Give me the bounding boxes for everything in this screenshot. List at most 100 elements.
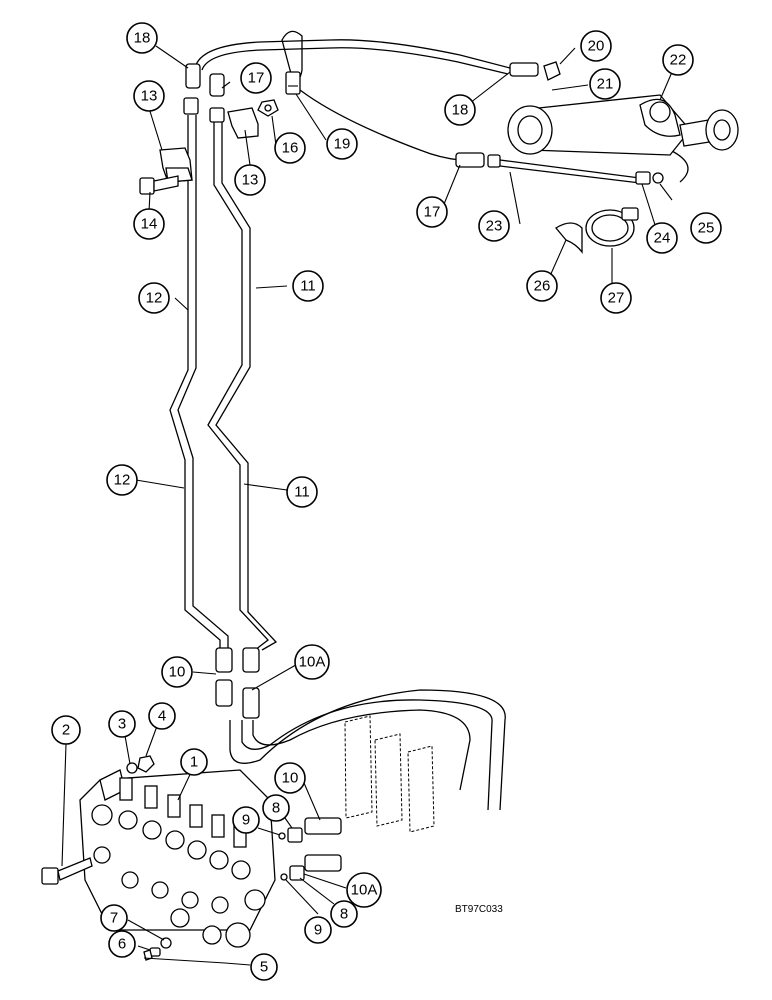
fitting-24 (635, 171, 651, 185)
svg-text:20: 20 (588, 38, 605, 55)
callout-17-top: 17 (240, 62, 272, 94)
svg-text:10A: 10A (351, 882, 378, 899)
callout-18-right: 18 (444, 94, 476, 126)
fitting-18-left (185, 63, 201, 89)
svg-text:13: 13 (242, 172, 259, 189)
oring-9-lower (280, 873, 288, 881)
callout-16: 16 (274, 132, 306, 164)
callouts: 18 17 13 16 19 13 14 18 20 21 22 17 23 2… (51, 22, 722, 981)
nut-4 (137, 755, 155, 773)
svg-text:10: 10 (282, 770, 299, 787)
svg-text:24: 24 (654, 230, 671, 247)
svg-text:9: 9 (242, 812, 250, 829)
nut-16 (257, 99, 279, 117)
valve-sections-phantom (344, 715, 435, 833)
callout-27: 27 (600, 282, 632, 314)
callout-17-right: 17 (416, 196, 448, 228)
hydraulic-lines (169, 39, 689, 811)
svg-text:17: 17 (248, 70, 265, 87)
callout-10A-lower: 10A (346, 872, 382, 908)
callout-25: 25 (690, 212, 722, 244)
svg-text:10: 10 (169, 664, 186, 681)
hose-clamp-27 (585, 207, 639, 247)
svg-text:8: 8 (340, 906, 348, 923)
nut-18-left (183, 97, 199, 115)
hose-top (194, 39, 511, 69)
callout-12-upper: 12 (138, 282, 170, 314)
callout-4: 4 (148, 702, 176, 730)
fitting-18-right (509, 62, 539, 77)
oring-9-upper (278, 832, 286, 840)
callout-14: 14 (133, 208, 165, 240)
adapter-8-upper (287, 827, 303, 843)
svg-text:14: 14 (141, 216, 158, 233)
washer-3 (126, 762, 138, 774)
svg-text:25: 25 (698, 220, 715, 237)
callout-10A-upper: 10A (294, 644, 330, 680)
tube-fittings (183, 61, 664, 719)
svg-text:4: 4 (158, 708, 166, 725)
svg-text:8: 8 (272, 800, 280, 817)
adapter-8-lower (289, 865, 305, 881)
callout-12-lower: 12 (106, 464, 138, 496)
strap-clamp-19 (281, 30, 303, 95)
callout-7: 7 (100, 904, 128, 932)
control-valve-1 (79, 769, 276, 948)
svg-text:17: 17 (424, 204, 441, 221)
tube-23-inner (499, 165, 641, 184)
svg-text:26: 26 (534, 278, 551, 295)
callout-3: 3 (108, 710, 136, 738)
hose-10A (229, 689, 506, 811)
callout-1: 1 (180, 748, 208, 776)
callout-5: 5 (250, 953, 278, 981)
tube-12-inner (177, 115, 229, 650)
svg-text:12: 12 (146, 290, 163, 307)
washer-7 (160, 937, 172, 949)
fitting-10-valve (304, 817, 342, 835)
callout-10-valve: 10 (274, 762, 306, 794)
svg-text:12: 12 (114, 472, 131, 489)
hose-lower (252, 709, 471, 791)
bolt-2 (41, 857, 93, 885)
fitting-10-lower (215, 679, 233, 707)
valve-fittings (278, 817, 342, 881)
leader-lines (61, 45, 673, 966)
callout-9-upper: 9 (232, 806, 260, 834)
callout-23: 23 (478, 210, 510, 242)
tube-11 (207, 120, 269, 651)
hydraulic-cylinder-22 (507, 94, 739, 156)
tube-23 (499, 159, 641, 179)
nut-17-right (487, 154, 501, 168)
svg-text:18: 18 (134, 30, 151, 47)
svg-text:10A: 10A (299, 654, 326, 671)
callout-21: 21 (589, 68, 621, 100)
callout-8-upper: 8 (262, 794, 290, 822)
clamp-13-left (159, 147, 193, 183)
svg-text:16: 16 (282, 140, 299, 157)
hose-top-inner (201, 47, 509, 75)
tube-12 (169, 115, 221, 650)
bolt-14 (139, 175, 179, 195)
callout-6: 6 (108, 930, 136, 958)
callout-20: 20 (580, 30, 612, 62)
callout-11-upper: 11 (292, 270, 324, 302)
elbow-20 (543, 61, 561, 81)
hose-17 (299, 89, 461, 161)
hose-10A-inner (241, 699, 493, 811)
callout-11-lower: 11 (286, 476, 318, 508)
callout-22: 22 (662, 44, 694, 76)
svg-text:23: 23 (486, 218, 503, 235)
svg-text:21: 21 (597, 76, 614, 93)
svg-text:11: 11 (300, 278, 316, 295)
svg-text:3: 3 (118, 716, 126, 733)
fitting-10-upper (215, 647, 233, 673)
svg-text:11: 11 (294, 484, 310, 501)
svg-text:5: 5 (260, 959, 268, 976)
fitting-10A-valve (304, 854, 342, 872)
fitting-10A-upper (242, 647, 260, 673)
callout-13-left: 13 (133, 80, 165, 112)
svg-text:6: 6 (118, 936, 126, 953)
hose-25 (669, 149, 689, 183)
tube-11-inner (215, 120, 278, 651)
